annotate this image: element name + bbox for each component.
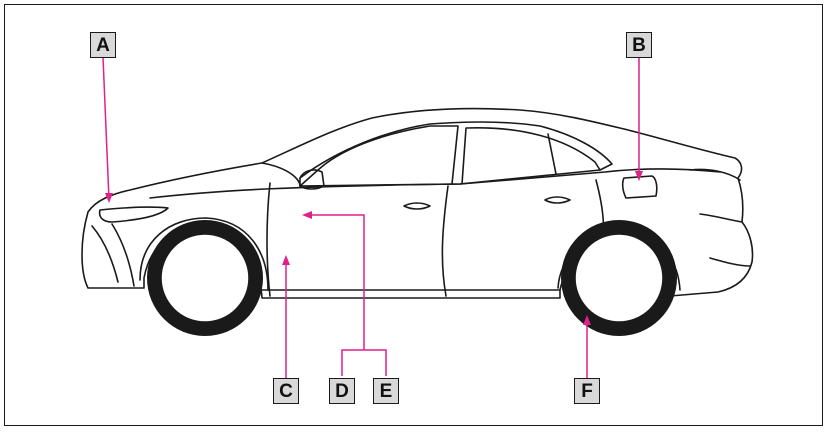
leader-de	[306, 214, 387, 376]
callout-d: D	[329, 378, 355, 404]
leader-a	[102, 56, 110, 201]
leader-arrowheads	[105, 171, 643, 325]
diagram-frame	[4, 4, 823, 426]
front-wheel	[147, 220, 263, 336]
callout-e: E	[373, 378, 399, 404]
callout-b: B	[626, 32, 652, 58]
callout-c: C	[273, 378, 299, 404]
callout-f: F	[574, 378, 600, 404]
leader-lines	[102, 56, 640, 378]
rear-wheel	[561, 220, 677, 336]
callout-a: A	[90, 32, 116, 58]
